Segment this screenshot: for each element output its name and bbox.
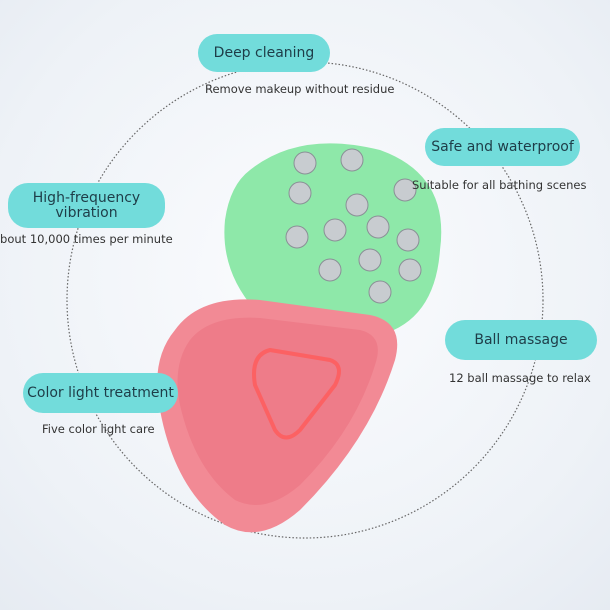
feature-title: Ball massage bbox=[474, 331, 568, 348]
feature-pill-deep-cleaning: Deep cleaning bbox=[198, 34, 330, 72]
feature-title: Color light treatment bbox=[27, 384, 174, 401]
feature-pill-high-frequency: High-frequency vibration bbox=[8, 183, 165, 228]
feature-desc: 12 ball massage to relax bbox=[449, 371, 591, 385]
green-massage-brush bbox=[224, 143, 442, 338]
feature-title: High-frequency vibration bbox=[32, 189, 141, 221]
feature-desc: Five color light care bbox=[42, 422, 155, 436]
feature-desc: Remove makeup without residue bbox=[205, 82, 395, 96]
pink-cleansing-brush bbox=[157, 299, 398, 533]
feature-title: Deep cleaning bbox=[213, 44, 315, 61]
feature-pill-color-light: Color light treatment bbox=[23, 373, 178, 413]
feature-pill-ball-massage: Ball massage bbox=[445, 320, 597, 360]
feature-pill-safe-waterproof: Safe and waterproof bbox=[425, 128, 580, 166]
feature-title: Safe and waterproof bbox=[431, 138, 574, 155]
feature-desc: Suitable for all bathing scenes bbox=[412, 178, 587, 192]
feature-desc: about 10,000 times per minute bbox=[0, 232, 173, 246]
